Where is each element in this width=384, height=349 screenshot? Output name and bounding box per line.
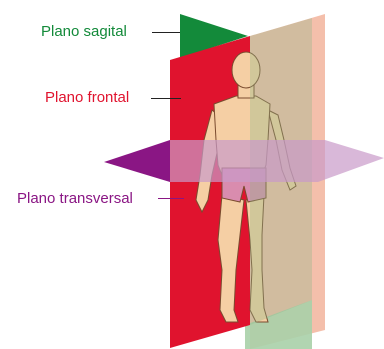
frontal-leader-line xyxy=(151,98,181,99)
transverse-plane-label: Plano transversal xyxy=(17,190,133,208)
sagittal-plane-label: Plano sagital xyxy=(41,23,127,41)
transverse-plane-front xyxy=(104,140,170,182)
transverse-plane-back xyxy=(170,140,384,182)
transverse-leader-line xyxy=(158,198,184,199)
sagittal-leader-line xyxy=(152,32,180,33)
frontal-plane-label: Plano frontal xyxy=(45,89,129,107)
